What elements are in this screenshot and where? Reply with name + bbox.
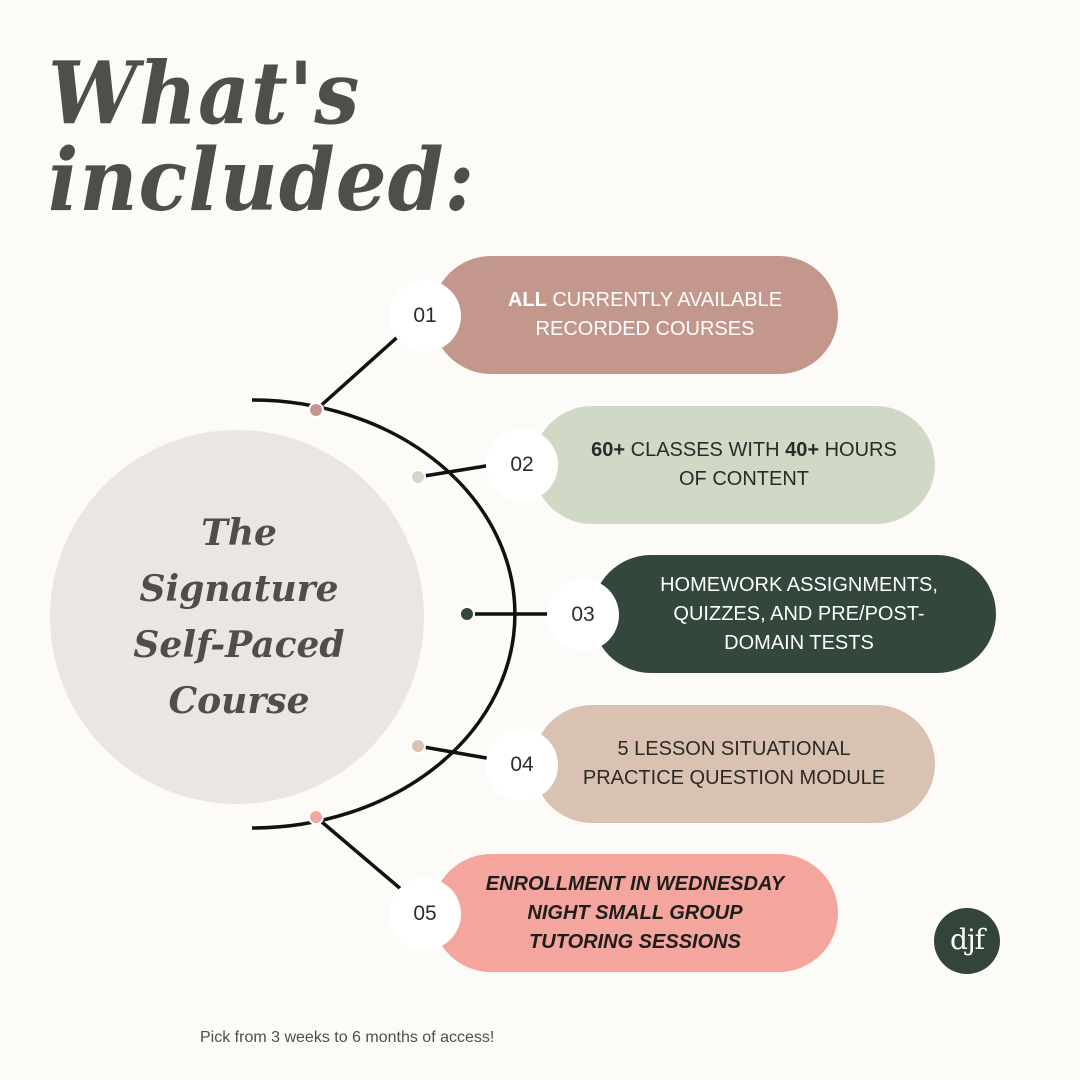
item-text-04: 5 LESSON SITUATIONAL PRACTICE QUESTION M… <box>582 738 886 789</box>
djf-logo: djf <box>934 908 1000 974</box>
footer-note: Pick from 3 weeks to 6 months of access! <box>200 1029 495 1046</box>
item-number-01: 01 <box>389 280 461 352</box>
item-pill-04: 5 LESSON SITUATIONAL PRACTICE QUESTION M… <box>533 705 935 823</box>
item-pill-01: ALL CURRENTLY AVAILABLE RECORDED COURSES <box>432 256 838 374</box>
course-name-line-3: Self-Paced <box>133 624 345 666</box>
item-text-03: HOMEWORK ASSIGNMENTS, QUIZZES, AND PRE/P… <box>660 573 938 654</box>
title-line-1: What's <box>48 42 361 144</box>
title-line-2: included: <box>48 128 476 231</box>
item-text-02: 60+ CLASSES WITH 40+ HOURS OF CONTENT <box>591 439 897 490</box>
item-pill-02: 60+ CLASSES WITH 40+ HOURS OF CONTENT <box>533 406 935 524</box>
course-circle: The Signature Self-Paced Course <box>50 430 424 804</box>
course-name-line-4: Course <box>168 680 310 722</box>
course-name: The Signature Self-Paced Course <box>133 505 344 729</box>
item-number-03: 03 <box>547 579 619 651</box>
course-name-line-1: The <box>201 512 277 554</box>
connector-01 <box>314 331 404 412</box>
item-text-05: ENROLLMENT IN WEDNESDAY NIGHT SMALL GROU… <box>485 872 785 953</box>
page-title: What's included: <box>48 50 475 223</box>
item-pill-05: ENROLLMENT IN WEDNESDAY NIGHT SMALL GROU… <box>432 854 838 972</box>
item-number-02: 02 <box>486 429 558 501</box>
item-text-01: ALL CURRENTLY AVAILABLE RECORDED COURSES <box>507 289 783 340</box>
item-number-05: 05 <box>389 878 461 950</box>
connector-05 <box>314 815 404 892</box>
course-name-line-2: Signature <box>139 568 339 610</box>
connector-02 <box>417 463 493 479</box>
connector-04 <box>417 744 493 761</box>
item-pill-03: HOMEWORK ASSIGNMENTS, QUIZZES, AND PRE/P… <box>592 555 996 673</box>
item-number-04: 04 <box>486 729 558 801</box>
